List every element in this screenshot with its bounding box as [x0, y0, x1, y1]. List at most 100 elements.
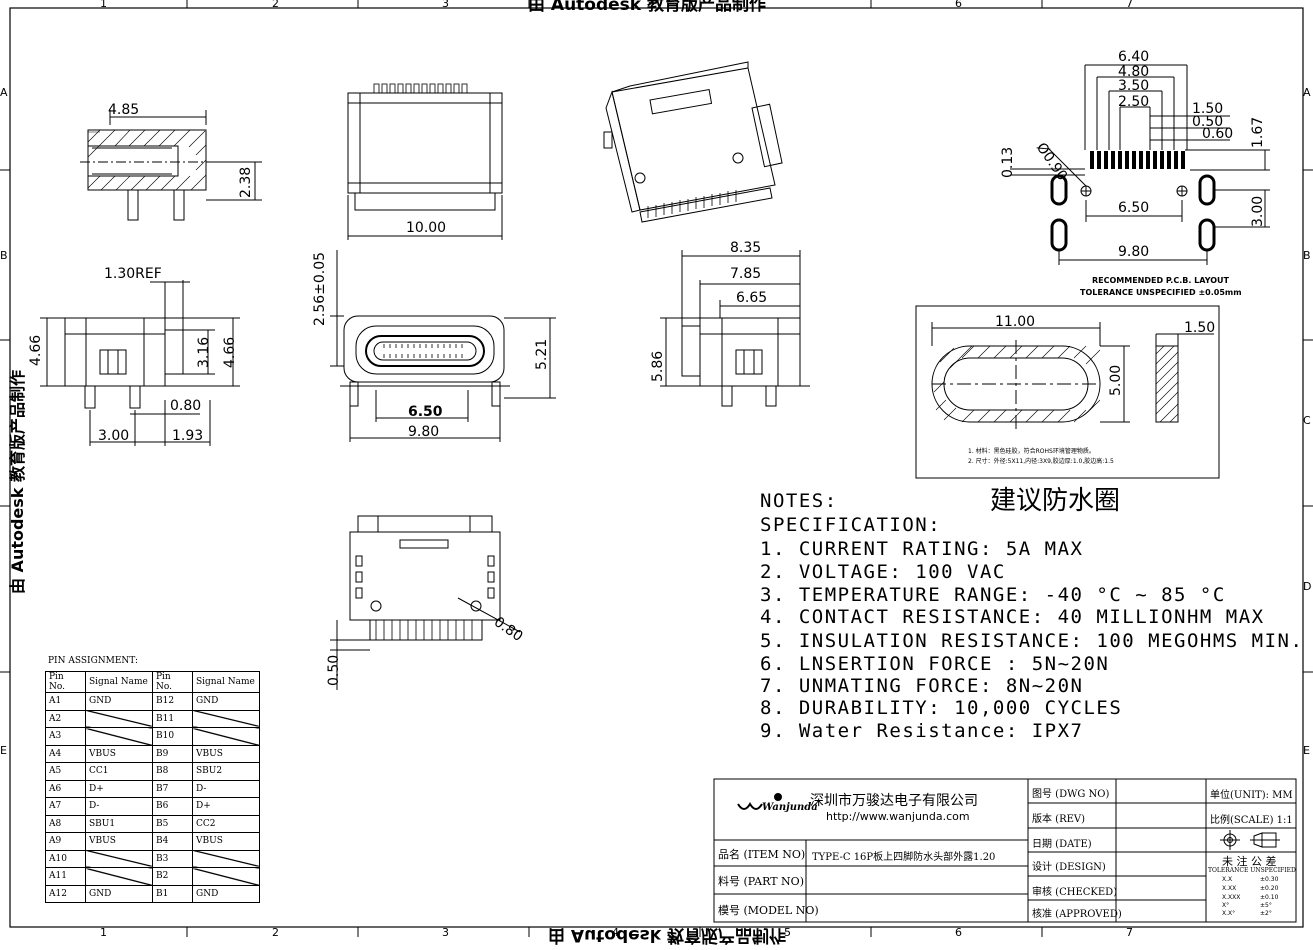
dim-9-80-pcb: 9.80 — [1118, 244, 1150, 260]
table-cell-empty — [192, 849, 260, 868]
table-cell: B5 — [152, 814, 193, 833]
scale-label: 比例(SCALE) 1:1 — [1210, 815, 1293, 826]
title-block-grid — [713, 778, 1297, 923]
table-cell: A9 — [45, 832, 86, 851]
dim-0-50: 0.50 — [1192, 114, 1224, 130]
pin-assignment-table: Pin No. Signal Name Pin No. Signal Name … — [45, 671, 260, 903]
table-cell: B3 — [152, 849, 193, 868]
company-url: http://www.wanjunda.com — [826, 810, 970, 823]
table-cell: A5 — [45, 762, 86, 781]
dim-0-80: 0.80 — [170, 398, 202, 414]
zone-col-1-b: 1 — [100, 926, 107, 939]
waterproof-ring-view — [915, 305, 1220, 479]
note-item: 7. UNMATING FORCE: 8N~20N — [760, 675, 1084, 697]
ring-dim-11: 11.00 — [995, 314, 1036, 330]
approved-label: 核准 (APPROVED) — [1032, 909, 1122, 920]
dim-0-13: 0.13 — [1000, 146, 1016, 178]
ring-dim-1-50: 1.50 — [1184, 320, 1216, 336]
left-watermark: 由 Autodesk 教育版产品制作 — [8, 369, 28, 595]
table-cell: A6 — [45, 779, 86, 798]
zone-row-a-r: A — [1303, 86, 1311, 99]
pin-assignment-title: PIN ASSIGNMENT: — [48, 656, 139, 666]
tolerance-row: ±2° — [1260, 910, 1272, 917]
table-cell-empty — [85, 849, 153, 868]
zone-row-b: B — [0, 249, 8, 262]
note-item: 3. TEMPERATURE RANGE: -40 °C ~ 85 °C — [760, 584, 1226, 606]
table-cell: B7 — [152, 779, 193, 798]
table-cell: B1 — [152, 884, 193, 903]
table-cell: CC2 — [192, 814, 260, 833]
table-cell: VBUS — [192, 832, 260, 851]
note-item: 8. DURABILITY: 10,000 CYCLES — [760, 697, 1123, 719]
footer-watermark: 由 Autodesk 教育版产品制作 — [548, 925, 787, 945]
dim-2-56: 2.56±0.05 — [312, 251, 328, 326]
col-header: Pin No. — [45, 671, 86, 693]
tolerance-row: X.XX — [1222, 885, 1237, 892]
top-view — [347, 83, 503, 240]
tolerance-subtitle: TOLERANCE UNSPECIFIED — [1208, 867, 1296, 874]
zone-col-3-b: 3 — [442, 926, 449, 939]
table-cell: B6 — [152, 797, 193, 816]
zone-row-b-r: B — [1303, 249, 1311, 262]
dim-4-66-right: 4.66 — [222, 336, 238, 368]
zone-row-d-r: D — [1303, 580, 1312, 593]
checked-label: 审核 (CHECKED) — [1032, 887, 1118, 898]
dim-7-85: 7.85 — [730, 266, 762, 282]
table-cell: B12 — [152, 692, 193, 711]
notes-spec: SPECIFICATION: — [760, 514, 942, 536]
table-cell: B2 — [152, 867, 193, 886]
zone-col-1: 1 — [100, 0, 107, 10]
table-cell-empty — [85, 709, 153, 728]
table-cell: VBUS — [85, 744, 153, 763]
right-side-view — [660, 250, 810, 407]
dim-4-80: 4.80 — [1118, 64, 1150, 80]
table-cell: D+ — [85, 779, 153, 798]
table-cell-empty — [192, 709, 260, 728]
table-cell: SBU2 — [192, 762, 260, 781]
zone-row-e-r: E — [1303, 744, 1310, 757]
item-no-value: TYPE-C 16P板上四脚防水头部外露1.20 — [812, 852, 996, 863]
table-cell-empty — [192, 727, 260, 746]
dim-1-67: 1.67 — [1250, 116, 1266, 148]
zone-col-4-b: 4 — [612, 926, 619, 939]
table-cell: VBUS — [85, 832, 153, 851]
company-logo-text: Wanjunda — [762, 802, 818, 813]
table-cell: B9 — [152, 744, 193, 763]
tolerance-row: ±0.20 — [1260, 885, 1279, 892]
dim-0-50-bottom: 0.50 — [326, 654, 342, 686]
note-item: 9. Water Resistance: IPX7 — [760, 720, 1084, 742]
bottom-view — [330, 515, 521, 690]
dim-6-65: 6.65 — [736, 290, 768, 306]
note-item: 1. CURRENT RATING: 5A MAX — [760, 538, 1084, 560]
dim-3-00-pcb: 3.00 — [1250, 195, 1266, 227]
side-view — [40, 280, 240, 446]
table-cell: A4 — [45, 744, 86, 763]
ring-title: 建议防水圈 — [990, 486, 1121, 516]
tolerance-row: X.X — [1222, 876, 1233, 883]
zone-col-3: 3 — [442, 0, 449, 10]
table-cell: D- — [192, 779, 260, 798]
table-cell: CC1 — [85, 762, 153, 781]
tolerance-row: ±5° — [1260, 902, 1272, 909]
table-cell-empty — [85, 727, 153, 746]
zone-col-2-b: 2 — [272, 926, 279, 939]
tolerance-row: ±0.10 — [1260, 894, 1279, 901]
dim-6-50-pcb: 6.50 — [1118, 200, 1150, 216]
company-name: 深圳市万骏达电子有限公司 — [810, 793, 978, 809]
table-cell: GND — [192, 884, 260, 903]
dim-10-00: 10.00 — [406, 220, 447, 236]
item-no-label: 品名 (ITEM NO) — [718, 848, 806, 861]
note-item: 6. LNSERTION FORCE : 5N~20N — [760, 653, 1110, 675]
side-section-view — [80, 110, 262, 221]
dim-3-50: 3.50 — [1118, 78, 1150, 94]
table-cell: D- — [85, 797, 153, 816]
table-cell: A8 — [45, 814, 86, 833]
